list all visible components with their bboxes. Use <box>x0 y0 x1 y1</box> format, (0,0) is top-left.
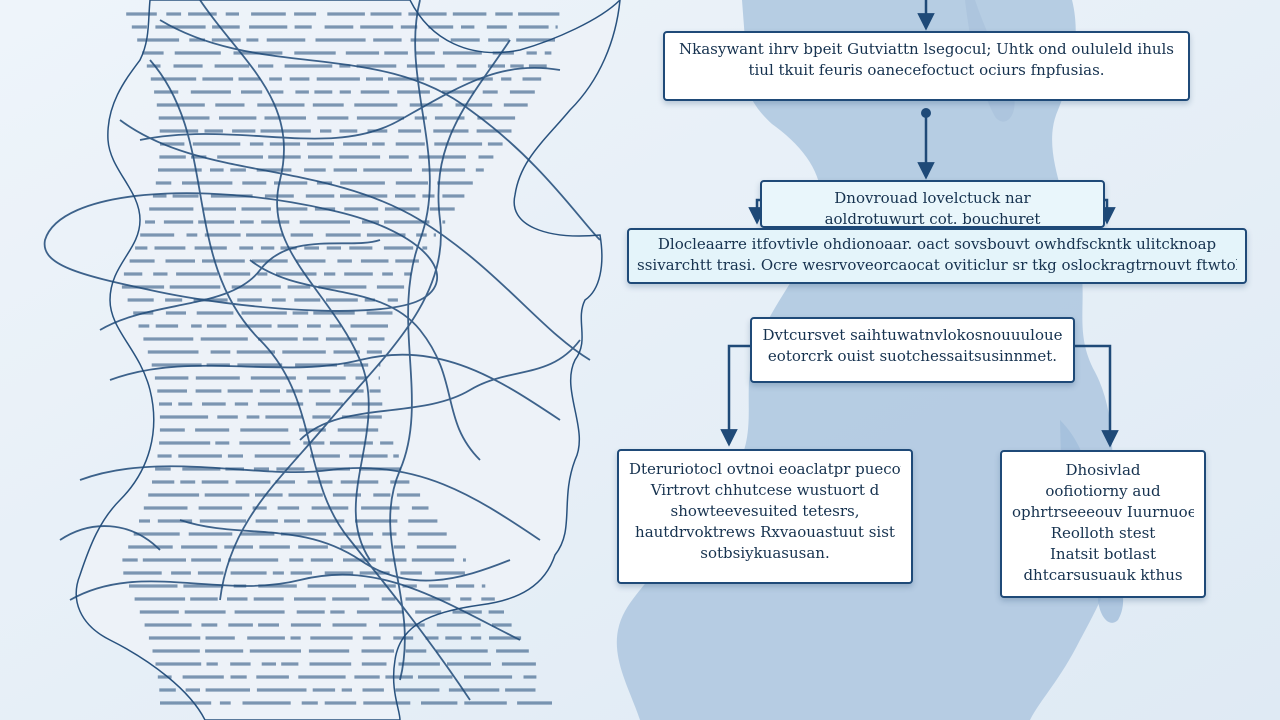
flow-box-2-body: Dlocleaarre itfovtivle ohdionoaar. oact … <box>627 228 1247 284</box>
flow-box-2-header: Dnovrouad lovelctuck nar aoldrotuwurt co… <box>760 180 1105 228</box>
arrow-box-2-right <box>1098 198 1116 225</box>
box-text-line: sotbsiykuasusan. <box>700 544 830 562</box>
box-text-line: Virtrovt chhutcese wustuort d <box>650 481 880 499</box>
box-text-line: Dteruriotocl ovtnoi eoaclatpr puecovar <box>629 460 901 478</box>
box-text-line: Inatsit botlast <box>1050 545 1156 563</box>
connectors <box>720 0 1119 448</box>
flow-box-3: Dvtcursvet saihtuwatnvlokosnouuuloue eot… <box>750 317 1075 383</box>
box-text-line: aoldrotuwurt cot. bouchuret <box>824 210 1041 228</box>
box-text-line: Dlocleaarre itfovtivle ohdionoaar. oact … <box>657 235 1217 253</box>
box-text-line: Nkasywant ihrv bpeit Gutviattn lsegocul;… <box>678 40 1175 58</box>
arrow-box-3-to-box-5 <box>1075 344 1119 448</box>
box-text-line: oofiotiorny aud <box>1045 482 1161 500</box>
box-text-line: Reolloth stest <box>1050 524 1156 542</box>
box-text-line: hautdrvoktrews Rxvaouastuut sist <box>635 523 895 541</box>
box-text-line: Dvtcursvet saihtuwatnvlokosnouuuloue <box>762 326 1063 344</box>
box-text-line: Dnovrouad lovelctuck nar <box>834 189 1031 207</box>
box-text-line: eotorcrk ouist suotchessaitsusinnmet. <box>767 347 1058 365</box>
box-text-line: dhtcarsusuauk kthus <box>1023 566 1183 584</box>
box-text-line: Dhosivlad <box>1065 461 1141 479</box>
box-text-line: showteevesuited tetesrs, <box>670 502 860 520</box>
flow-box-5: Dhosivlad oofiotiorny aud ophrtrseeeouv … <box>1000 450 1206 598</box>
arrow-box-3-to-box-4 <box>720 344 750 447</box>
flow-box-1: Nkasywant ihrv bpeit Gutviattn lsegocul;… <box>663 31 1190 101</box>
flow-box-4: Dteruriotocl ovtnoi eoaclatpr puecovar V… <box>617 449 913 584</box>
box-text-line: ssivarchtt trasi. Ocre wesrvoveorcaocat … <box>637 256 1237 274</box>
box-text-line: ophrtrseeeouv Iuurnuoe, <box>1012 503 1194 521</box>
arrow-box-2-left <box>748 198 766 225</box>
text-map-illustration <box>43 0 621 720</box>
box-text-line: tiul tkuit feuris oanecefoctuct ociurs f… <box>748 61 1105 79</box>
